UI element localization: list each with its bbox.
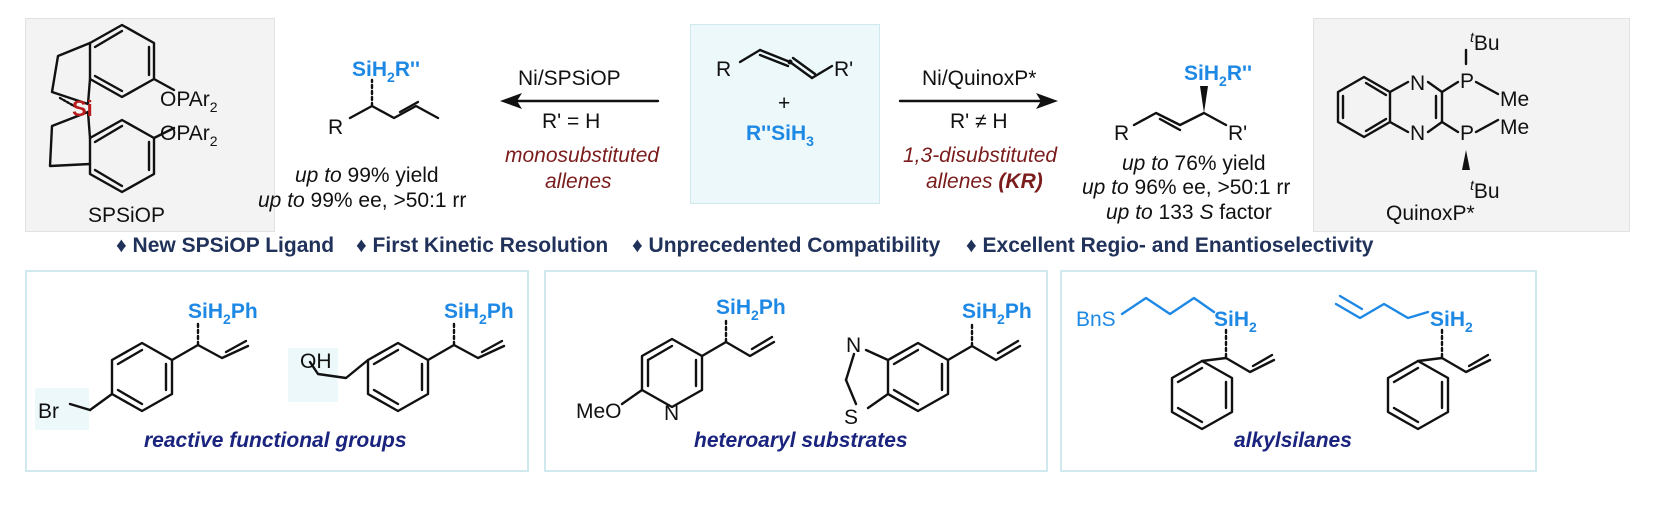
box1-sih2ph-1: SiH2Ph xyxy=(188,300,258,327)
left-arrow-head xyxy=(500,93,522,109)
right-yield-line: up to 76% yield xyxy=(1122,152,1266,175)
pyridine-n-label: N xyxy=(664,402,679,425)
right-product-rprime: R' xyxy=(1228,122,1247,145)
box1-sih2ph-2: SiH2Ph xyxy=(444,300,514,327)
spsiop-name: SPSiOP xyxy=(88,204,165,227)
box-reactive-functional-groups xyxy=(25,270,529,472)
allene-rprime: R' xyxy=(834,58,853,81)
box3-sih2-2: SiH2 xyxy=(1430,308,1473,335)
right-product-structure xyxy=(1132,86,1228,132)
box3-molecule-2 xyxy=(1334,294,1492,431)
right-arrow-desc-1: 1,3-disubstituted xyxy=(903,144,1058,167)
quinox-p-bottom: P xyxy=(1460,122,1474,145)
quinox-n-top: N xyxy=(1410,72,1425,95)
right-s-factor-line: up to 133 S factor xyxy=(1106,201,1272,224)
left-ee-line: up to 99% ee, >50:1 rr xyxy=(258,189,466,212)
caption-reactive-functional-groups: reactive functional groups xyxy=(144,429,407,452)
right-arrow-head xyxy=(1036,93,1058,109)
br-highlight xyxy=(35,388,89,430)
box3-molecule-1 xyxy=(1120,296,1276,431)
left-product-sih2r: SiH2R'' xyxy=(352,58,420,85)
tbu-bottom: tBu xyxy=(1470,177,1500,203)
left-product-r: R xyxy=(328,116,343,139)
left-arrow-catalyst: Ni/SPSiOP xyxy=(518,67,621,90)
right-product-sih2r: SiH2R'' xyxy=(1184,62,1252,89)
left-arrow-desc-2: allenes xyxy=(545,170,612,193)
box1-molecule-1 xyxy=(68,320,250,413)
right-product-r: R xyxy=(1114,122,1129,145)
meo-label: MeO xyxy=(576,400,622,423)
caption-alkylsilanes: alkylsilanes xyxy=(1234,429,1352,452)
highlight-new-ligand: ♦ New SPSiOP Ligand xyxy=(116,234,334,257)
box2-pyridine-molecule xyxy=(620,316,776,409)
quinoxp-structure xyxy=(1336,48,1500,170)
caption-heteroaryl-substrates: heteroaryl substrates xyxy=(694,429,908,452)
highlight-selectivity: ♦ Excellent Regio- and Enantioselectivit… xyxy=(966,234,1374,257)
quinox-n-bottom: N xyxy=(1410,122,1425,145)
quinoxp-ligand-panel xyxy=(1313,18,1630,232)
allene-r: R xyxy=(716,58,731,81)
right-arrow-catalyst: Ni/QuinoxP* xyxy=(922,67,1036,90)
right-ee-line: up to 96% ee, >50:1 rr xyxy=(1082,176,1290,199)
right-arrow-desc-2: allenes (KR) xyxy=(926,170,1043,193)
allene-structure xyxy=(738,48,834,80)
highlight-kinetic-resolution: ♦ First Kinetic Resolution xyxy=(356,234,608,257)
right-arrow-condition: R' ≠ H xyxy=(950,110,1008,133)
bns-label: BnS xyxy=(1076,308,1116,331)
allene-silane-reactants-panel xyxy=(690,24,880,204)
box1-molecule-2 xyxy=(308,320,506,413)
spsiop-structure xyxy=(48,23,176,194)
br-label: Br xyxy=(38,400,59,423)
opar-label-1: OPAr2 xyxy=(160,88,218,115)
highlight-compatibility: ♦ Unprecedented Compatibility xyxy=(632,234,941,257)
benzothiazole-n-label: N xyxy=(846,334,861,357)
me-top: Me xyxy=(1500,88,1529,111)
quinoxp-name: QuinoxP* xyxy=(1386,202,1475,225)
opar-label-2: OPAr2 xyxy=(160,122,218,149)
benzothiazole-s-label: S xyxy=(844,406,858,429)
plus-sign: + xyxy=(778,92,790,115)
box2-benzothiazole-molecule xyxy=(844,320,1022,413)
box2-sih2ph-2: SiH2Ph xyxy=(962,300,1032,327)
me-bottom: Me xyxy=(1500,116,1529,139)
quinox-p-top: P xyxy=(1460,70,1474,93)
left-yield-line: up to 99% yield xyxy=(295,164,439,187)
si-atom-label: Si xyxy=(72,96,93,121)
left-product-structure xyxy=(348,78,440,120)
oh-label: OH xyxy=(300,350,332,373)
silane-reagent: R''SiH3 xyxy=(746,122,814,149)
box2-sih2ph-1: SiH2Ph xyxy=(716,296,786,323)
box-heteroaryl-substrates xyxy=(544,270,1048,472)
left-arrow-desc-1: monosubstituted xyxy=(505,144,660,167)
tbu-top: tBu xyxy=(1470,29,1500,55)
left-arrow-condition: R' = H xyxy=(542,110,600,133)
box3-sih2-1: SiH2 xyxy=(1214,308,1257,335)
